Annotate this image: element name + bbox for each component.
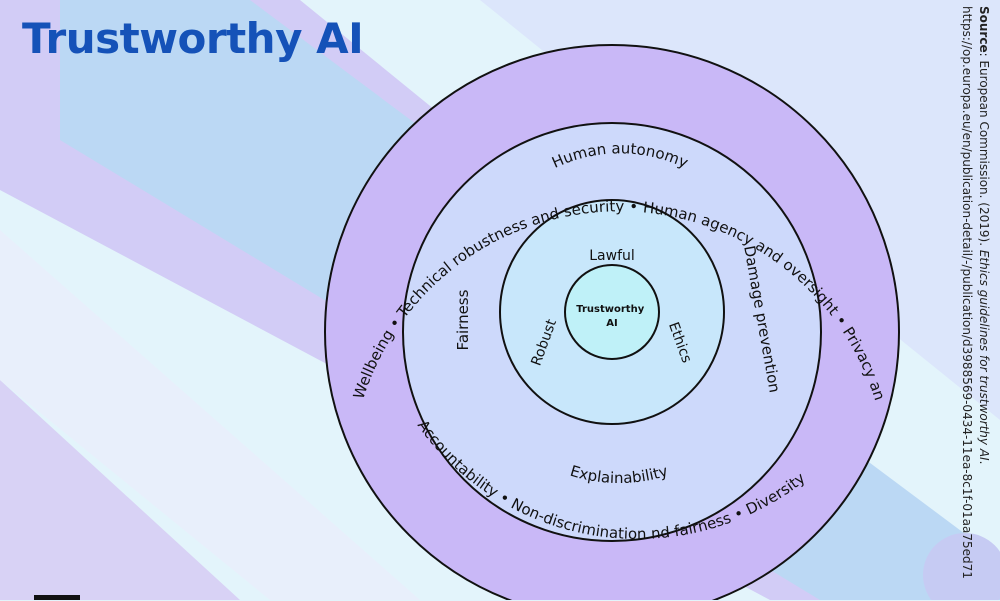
outer-label-2: Transparency (0, 0, 7, 4)
outer-bullet: • (727, 502, 751, 526)
center-label-line-1: Trustworthy (576, 304, 644, 315)
source-title: Ethics guidelines for trustworthy AI (977, 249, 991, 461)
source-text-before: : European Commission. (2019). (977, 52, 991, 250)
logo-mark (34, 595, 80, 600)
center-label-line-2: AI (606, 318, 617, 329)
outer-bullet: • (0, 0, 4, 4)
outer-bullet: • (624, 197, 644, 216)
page-title: Trustworthy AI (22, 14, 364, 63)
inner-label-lawful: Lawful (589, 248, 635, 264)
source-label: Source (977, 6, 991, 53)
center-circle (564, 264, 660, 360)
middle-label-fairness: Fairness (454, 289, 472, 350)
source-citation: Source: European Commission. (2019). Eth… (958, 6, 992, 601)
svg-text:Trustworthy AI: Trustworthy AI (576, 304, 647, 329)
